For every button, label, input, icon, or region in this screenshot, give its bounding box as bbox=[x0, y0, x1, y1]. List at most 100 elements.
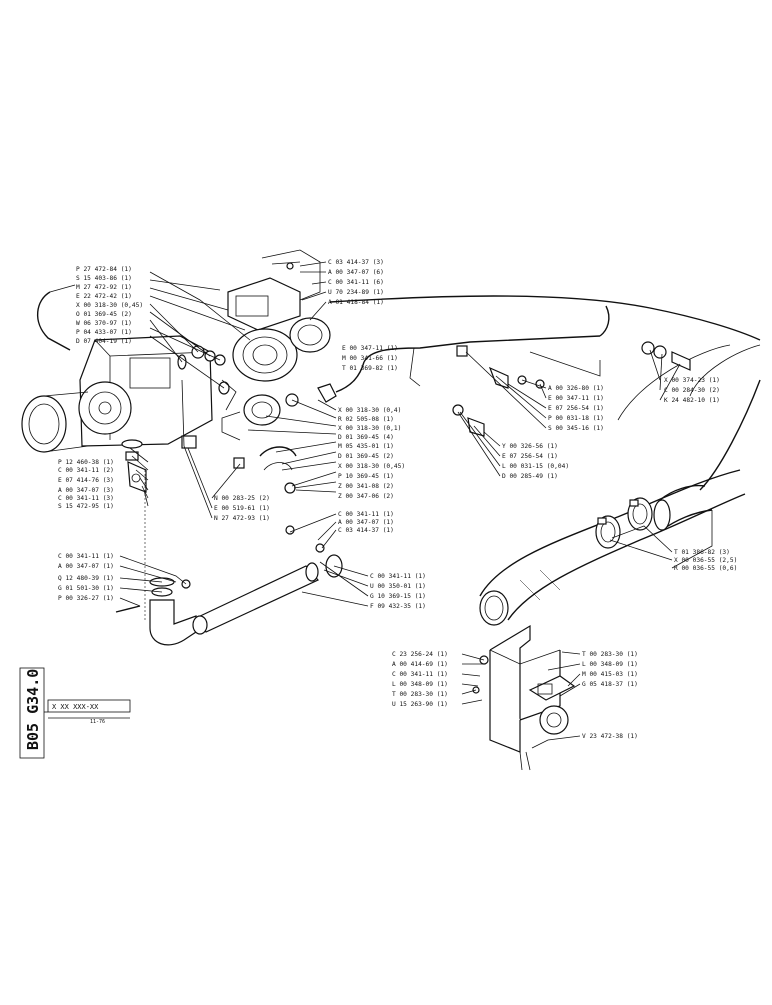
callout: Y 00 326-56 (1) bbox=[502, 443, 558, 450]
callouts-box-left: C 23 256-24 (1) A 00 414-69 (1) C 00 341… bbox=[392, 651, 448, 708]
callout: A 00 347-07 (3) bbox=[58, 487, 114, 494]
callout: S 00 345-16 (1) bbox=[548, 425, 604, 432]
callouts-right: A 00 326-80 (1) E 00 347-11 (1) E 07 256… bbox=[548, 385, 604, 432]
callout: E 00 347-11 (1) bbox=[342, 345, 398, 352]
callout: G 05 418-37 (1) bbox=[582, 681, 638, 688]
callout: C 00 341-11 (3) bbox=[58, 495, 114, 502]
callout: D 00 285-49 (1) bbox=[502, 473, 558, 480]
callout: X 00 318-30 (0,4) bbox=[338, 407, 401, 414]
callout: T 00 283-30 (1) bbox=[582, 651, 638, 658]
callout: G 01 501-30 (1) bbox=[58, 585, 114, 592]
callout: S 15 472-95 (1) bbox=[58, 503, 114, 510]
callout: W 06 370-97 (1) bbox=[76, 320, 132, 327]
callout: P 27 472-84 (1) bbox=[76, 266, 132, 273]
callout: E 22 472-42 (1) bbox=[76, 293, 132, 300]
callouts-box-right: T 00 283-30 (1) L 00 348-09 (1) M 00 415… bbox=[582, 651, 638, 688]
elbow-and-tube bbox=[115, 525, 343, 646]
callout: S 15 403-86 (1) bbox=[76, 275, 132, 282]
callouts-elbow: C 00 341-11 (1) A 00 347-07 (1) Q 12 480… bbox=[58, 553, 114, 602]
callout: A 00 347-07 (6) bbox=[328, 269, 384, 276]
callout: A 00 347-07 (1) bbox=[58, 563, 114, 570]
leader-lines bbox=[119, 261, 713, 749]
control-box bbox=[472, 624, 576, 771]
callout: L 00 348-09 (1) bbox=[392, 681, 448, 688]
callout: Q 12 480-39 (1) bbox=[58, 575, 114, 582]
callout: E 00 519-61 (1) bbox=[214, 505, 270, 512]
callout: V 23 472-38 (1) bbox=[582, 733, 638, 740]
callout: A 00 414-69 (1) bbox=[392, 661, 448, 668]
callout: D 01 369-45 (2) bbox=[338, 453, 394, 460]
document-date: 11-76 bbox=[90, 719, 105, 725]
callout: N 27 472-93 (1) bbox=[214, 515, 270, 522]
document-code-block: B05 G34.0 X XX XXX-XX 11-76 bbox=[19, 667, 131, 759]
callout: P 10 369-45 (1) bbox=[338, 473, 394, 480]
callout: U 70 234-89 (1) bbox=[328, 289, 384, 296]
callout: E 07 256-54 (1) bbox=[502, 453, 558, 460]
callout: X 00 374-23 (1) bbox=[664, 377, 720, 384]
callout: P 00 031-18 (1) bbox=[548, 415, 604, 422]
callouts-clamp: C 00 341-11 (1) A 00 347-07 (1) C 03 414… bbox=[338, 511, 394, 534]
callout: T 00 283-30 (1) bbox=[392, 691, 448, 698]
callout: C 00 341-11 (1) bbox=[58, 553, 114, 560]
document-stamp: X XX XXX-XX bbox=[52, 703, 99, 711]
large-hose bbox=[329, 295, 761, 491]
callout: X 00 318-30 (0,45) bbox=[76, 302, 143, 309]
callout: X 00 318-30 (0,45) bbox=[338, 463, 405, 470]
callout: T 01 386-82 (3) bbox=[674, 549, 730, 556]
callouts-right-lower: Y 00 326-56 (1) E 07 256-54 (1) L 00 031… bbox=[502, 443, 569, 480]
callout: C 00 341-11 (6) bbox=[328, 279, 384, 286]
callout: O 01 369-45 (2) bbox=[76, 311, 132, 318]
callout: C 03 414-37 (1) bbox=[338, 527, 394, 534]
callout: M 27 472-92 (1) bbox=[76, 284, 132, 291]
valve-assembly bbox=[121, 439, 147, 620]
callout: E 00 347-11 (1) bbox=[548, 395, 604, 402]
callout: A 00 347-07 (1) bbox=[338, 519, 394, 526]
callout: M 05 435-01 (1) bbox=[338, 443, 394, 450]
callout: A 01 418-84 (1) bbox=[328, 299, 384, 306]
hose-clamps bbox=[595, 484, 713, 549]
callout: Z 00 341-08 (2) bbox=[338, 483, 394, 490]
callout: G 10 369-15 (1) bbox=[370, 593, 426, 600]
callout: T 01 369-82 (1) bbox=[342, 365, 398, 372]
callout: C 00 341-11 (2) bbox=[58, 467, 114, 474]
document-code: B05 G34.0 bbox=[24, 669, 42, 750]
top-lamp-unit bbox=[227, 249, 321, 331]
callout: C 03 414-37 (3) bbox=[328, 259, 384, 266]
callouts-mid: E 00 347-11 (1) M 00 341-66 (1) T 01 369… bbox=[342, 345, 398, 372]
callout: P 12 460-38 (1) bbox=[58, 459, 114, 466]
callouts-bracket: N 00 283-25 (2) E 00 519-61 (1) N 27 472… bbox=[214, 495, 270, 522]
callout: F 09 432-35 (1) bbox=[370, 603, 426, 610]
callouts-top: C 03 414-37 (3) A 00 347-07 (6) C 00 341… bbox=[328, 259, 384, 306]
callout: U 00 350-01 (1) bbox=[370, 583, 426, 590]
callout: M 00 341-66 (1) bbox=[342, 355, 398, 362]
callout: U 15 263-90 (1) bbox=[392, 701, 448, 708]
callout: M 00 415-03 (1) bbox=[582, 671, 638, 678]
callout: E 07 256-54 (1) bbox=[548, 405, 604, 412]
callouts-pump: P 12 460-38 (1) C 00 341-11 (2) E 07 414… bbox=[58, 459, 114, 510]
callout: X 00 036-55 (2,5) bbox=[674, 557, 737, 564]
callouts-far-right: X 00 374-23 (1) C 00 284-30 (2) K 24 482… bbox=[664, 377, 720, 404]
callout: P 04 433-07 (1) bbox=[76, 329, 132, 336]
lower-hose bbox=[479, 469, 746, 626]
callout: R 00 036-55 (0,6) bbox=[674, 565, 737, 572]
callout: E 07 414-76 (3) bbox=[58, 477, 114, 484]
callout: C 00 341-11 (1) bbox=[338, 511, 394, 518]
callout: C 00 341-11 (1) bbox=[392, 671, 448, 678]
callout: C 23 256-24 (1) bbox=[392, 651, 448, 658]
callout: L 00 031-15 (0,04) bbox=[502, 463, 569, 470]
callout: D 07 404-19 (1) bbox=[76, 338, 132, 345]
callout: L 00 348-09 (1) bbox=[582, 661, 638, 668]
callout: D 01 369-45 (4) bbox=[338, 434, 394, 441]
callout: K 24 482-10 (1) bbox=[664, 397, 720, 404]
callout: N 00 283-25 (2) bbox=[214, 495, 270, 502]
callouts-center: X 00 318-30 (0,4) R 02 505-08 (1) X 00 3… bbox=[338, 407, 405, 500]
callout: R 02 505-08 (1) bbox=[338, 416, 394, 423]
callout: A 00 326-80 (1) bbox=[548, 385, 604, 392]
callout: X 00 318-30 (0,1) bbox=[338, 425, 401, 432]
callouts-hose: T 01 386-82 (3) X 00 036-55 (2,5) R 00 0… bbox=[674, 549, 737, 572]
blower-rings bbox=[232, 317, 331, 382]
callout: Z 00 347-06 (2) bbox=[338, 493, 394, 500]
callout: C 00 284-30 (2) bbox=[664, 387, 720, 394]
